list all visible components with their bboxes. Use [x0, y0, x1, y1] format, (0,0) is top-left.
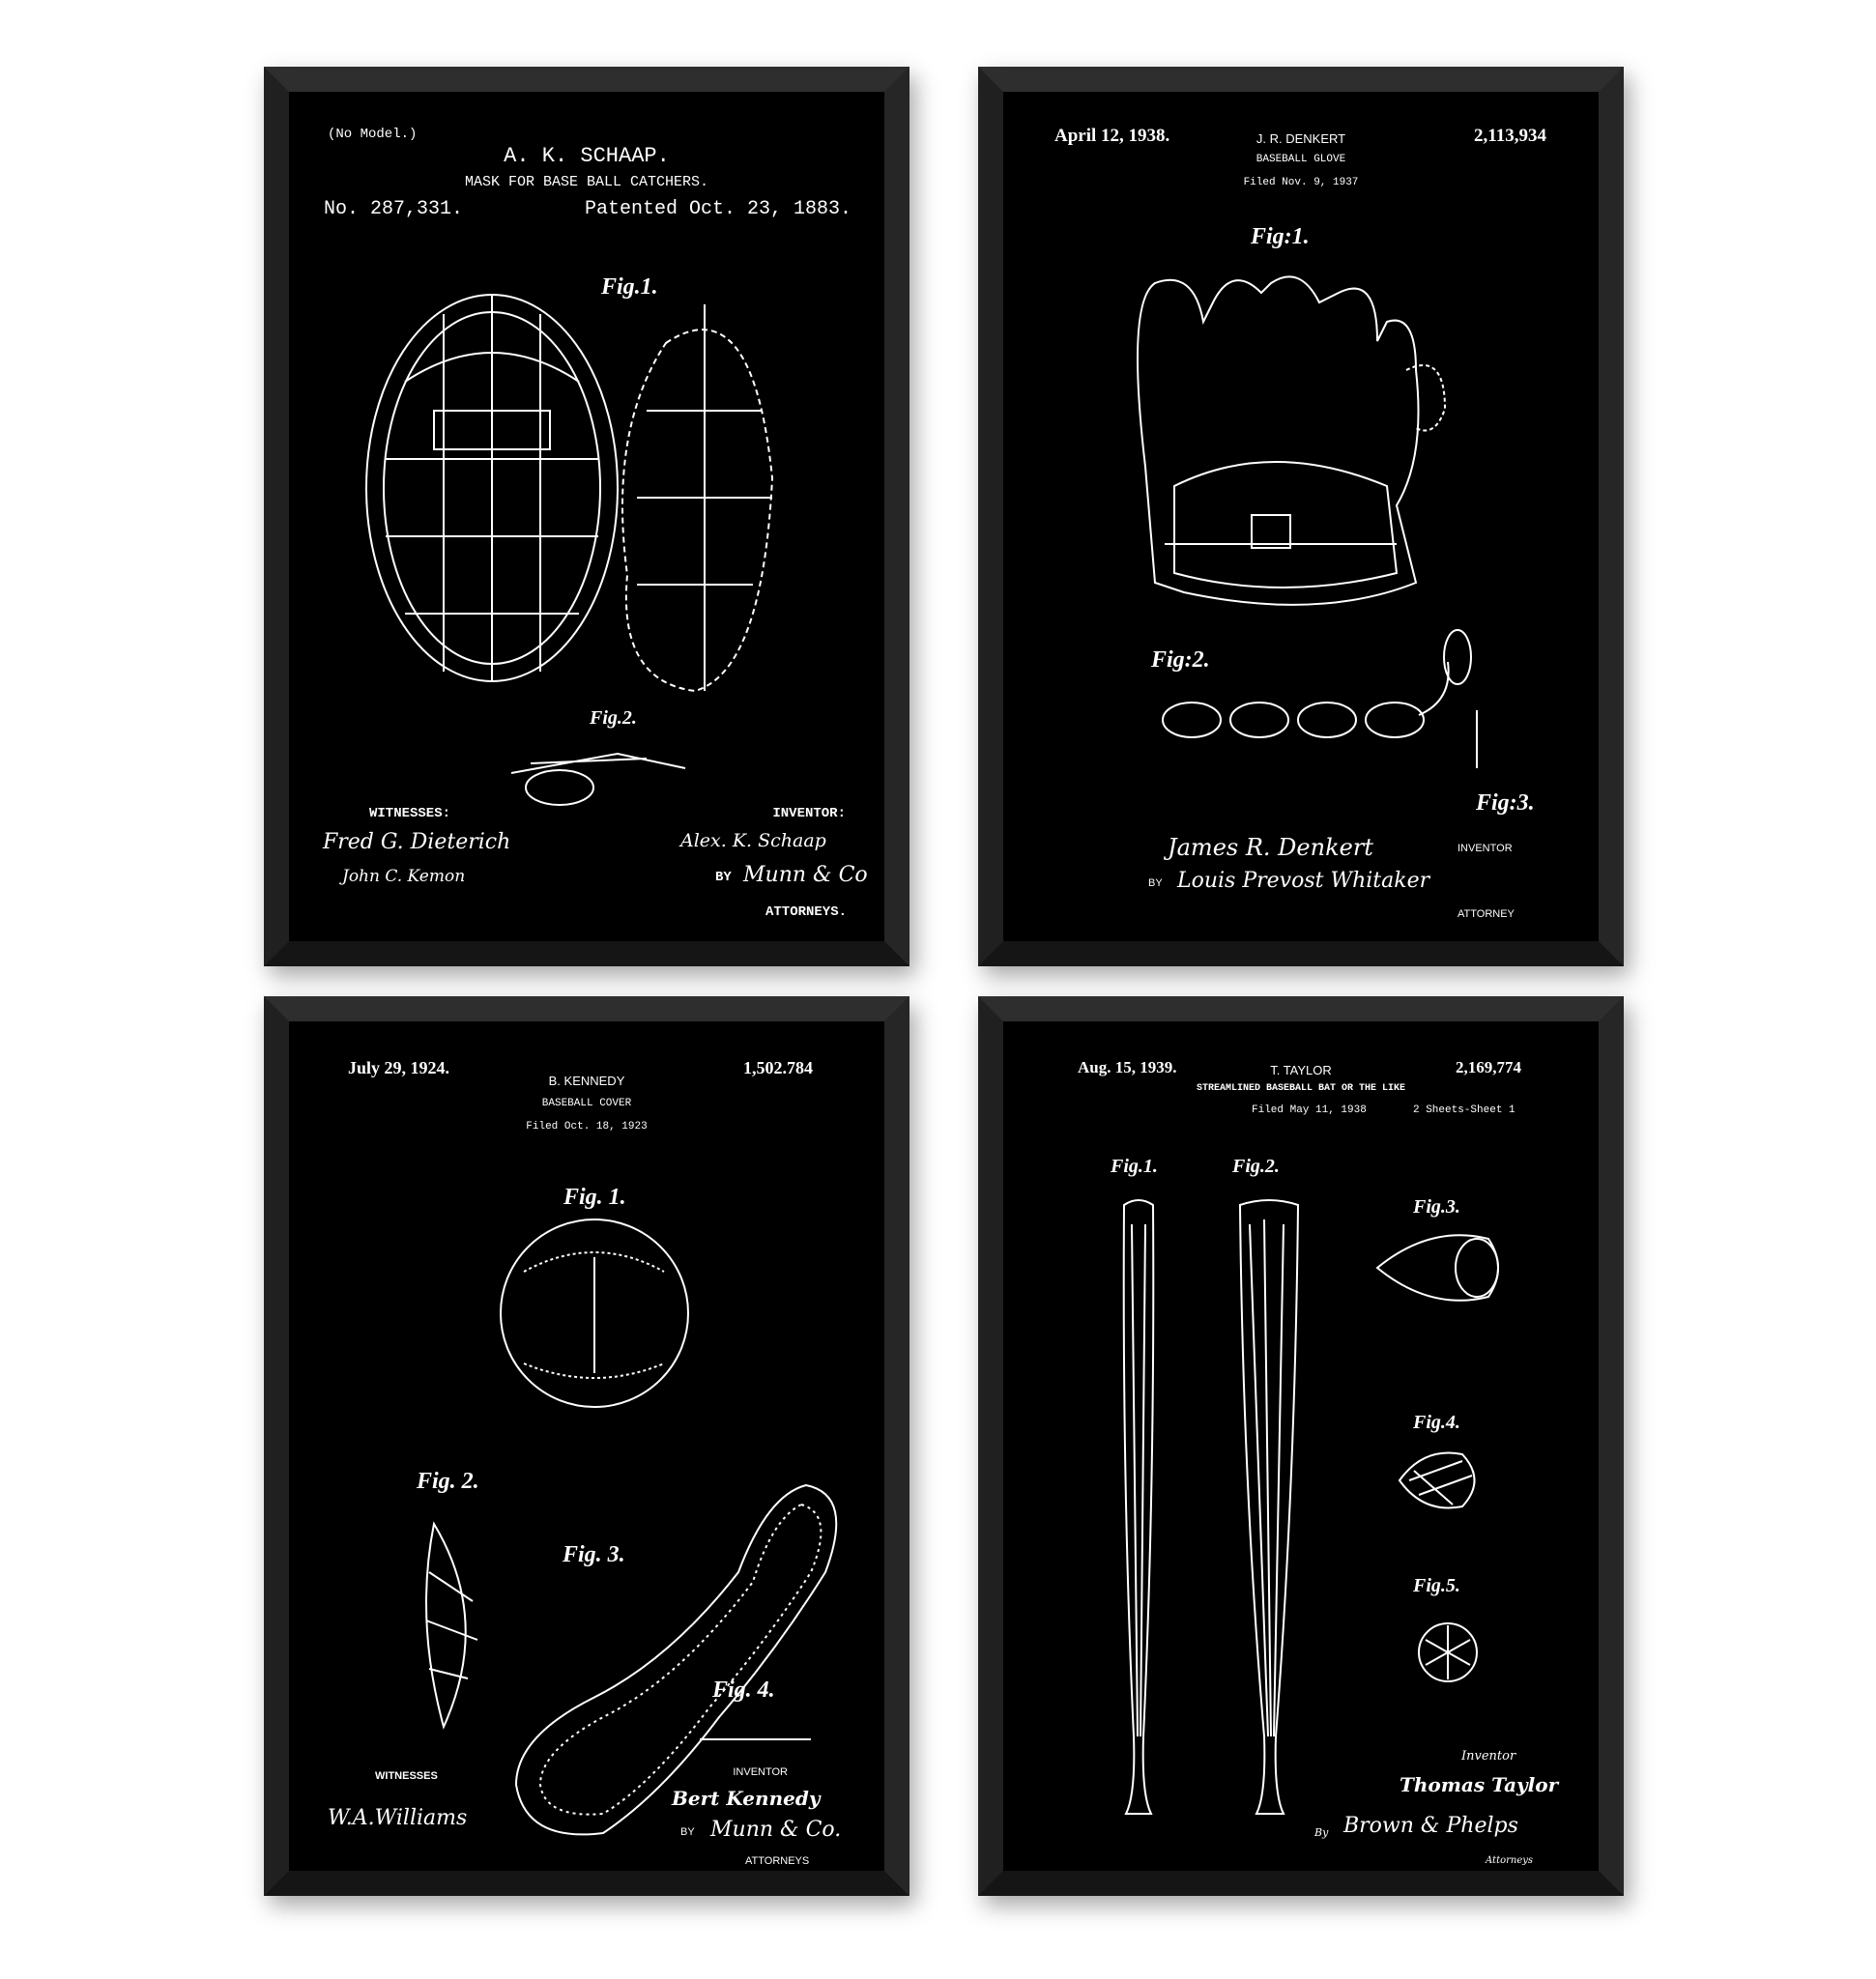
glove-lacing-drawing	[1162, 629, 1478, 768]
patent-date: July 29, 1924.	[348, 1058, 450, 1077]
witness-signature: W.A.Williams	[328, 1806, 468, 1830]
baseball-glove-drawing	[1137, 275, 1447, 606]
patent-number: 1,502.784	[743, 1058, 813, 1077]
fig-2-label: Fig:2.	[1151, 647, 1210, 673]
filed-date: Filed Nov. 9, 1937	[1243, 177, 1359, 188]
inventor-label: INVENTOR	[733, 1766, 788, 1778]
attorneys-label: ATTORNEYS	[745, 1855, 810, 1867]
poster-frame-baseball-bat: Aug. 15, 1939. T. TAYLOR STREAMLINED BAS…	[978, 996, 1624, 1896]
no-model-note: (No Model.)	[328, 127, 418, 142]
by-label: By	[1314, 1826, 1329, 1839]
attorney-signature: Louis Prevost Whitaker	[1177, 869, 1430, 893]
inventor-signature: Bert Kennedy	[672, 1787, 821, 1810]
fig-3-label: Fig. 3.	[563, 1542, 625, 1567]
witnesses-label: WITNESSES	[375, 1770, 438, 1782]
catchers-mask-drawing	[365, 294, 774, 693]
witness-signature-2: John C. Kemon	[342, 867, 466, 886]
inventor-label: INVENTOR:	[772, 806, 846, 821]
attorney-label: ATTORNEY	[1458, 908, 1515, 920]
filed-date: Filed Oct. 18, 1923	[526, 1121, 648, 1133]
sheet-count: 2 Sheets-Sheet 1	[1413, 1104, 1515, 1116]
fig-2-label: Fig.2.	[1232, 1156, 1280, 1177]
fig-1-label: Fig. 1.	[563, 1185, 626, 1210]
patent-number: 2,113,934	[1474, 126, 1546, 146]
fig-2-label: Fig. 2.	[417, 1469, 479, 1494]
by-label: BY	[680, 1826, 695, 1838]
inventor-label: Inventor	[1461, 1749, 1516, 1764]
fig-3-label: Fig:3.	[1476, 790, 1535, 816]
inventor-name: J. R. DENKERT	[1255, 131, 1346, 146]
patent-number: No. 287,331.	[324, 198, 464, 220]
poster-baseball-bat: Aug. 15, 1939. T. TAYLOR STREAMLINED BAS…	[1003, 1021, 1599, 1871]
attorneys-label: ATTORNEYS.	[765, 904, 847, 920]
patent-title: BASEBALL GLOVE	[1255, 154, 1346, 165]
poster-baseball-glove: April 12, 1938. J. R. DENKERT BASEBALL G…	[1003, 92, 1599, 941]
patent-date: Aug. 15, 1939.	[1078, 1058, 1177, 1076]
patent-title: STREAMLINED BASEBALL BAT OR THE LIKE	[1196, 1083, 1406, 1094]
inventor-label: INVENTOR	[1458, 843, 1513, 854]
bat-section-fig4-drawing	[1398, 1451, 1476, 1509]
patent-date: April 12, 1938.	[1054, 126, 1170, 146]
fig-4-label: Fig.4.	[1413, 1412, 1460, 1433]
fig-1-label: Fig.1.	[1111, 1156, 1158, 1177]
fig-2-label: Fig.2.	[590, 707, 637, 729]
fig-3-label: Fig.3.	[1413, 1196, 1460, 1218]
poster-frame-baseball-glove: April 12, 1938. J. R. DENKERT BASEBALL G…	[978, 67, 1624, 966]
attorney-signature: Brown & Phelps	[1343, 1814, 1518, 1838]
poster-frame-baseball-cover: July 29, 1924. B. KENNEDY BASEBALL COVER…	[264, 996, 909, 1896]
cover-strip-drawing	[514, 1483, 838, 1836]
fig-5-label: Fig.5.	[1413, 1575, 1460, 1596]
inventor-name: T. TAYLOR	[1270, 1063, 1332, 1077]
bat-fig1-drawing	[1122, 1199, 1155, 1815]
inventor-name: A. K. SCHAAP.	[504, 144, 670, 168]
filed-date: Filed May 11, 1938	[1252, 1104, 1367, 1116]
bat-end-fig5-drawing	[1418, 1622, 1478, 1682]
patent-date: Patented Oct. 23, 1883.	[584, 198, 851, 220]
baseball-drawing	[500, 1219, 689, 1408]
attorney-signature: Munn & Co.	[710, 1818, 842, 1842]
patent-title: BASEBALL COVER	[541, 1098, 632, 1109]
poster-frame-catchers-mask: (No Model.) A. K. SCHAAP. MASK FOR BASE …	[264, 67, 909, 966]
attorney-signature: Munn & Co	[743, 863, 868, 887]
patent-title: MASK FOR BASE BALL CATCHERS.	[464, 174, 709, 190]
inventor-signature: Thomas Taylor	[1400, 1773, 1559, 1796]
poster-baseball-cover: July 29, 1924. B. KENNEDY BASEBALL COVER…	[289, 1021, 884, 1871]
inventor-signature: James R. Denkert	[1168, 834, 1373, 861]
witness-signature-1: Fred G. Dieterich	[323, 830, 511, 854]
fig-1-label: Fig.1.	[601, 274, 658, 300]
cover-section-drawing	[425, 1521, 478, 1730]
witnesses-label: WITNESSES:	[369, 806, 451, 821]
attorneys-label: Attorneys	[1486, 1855, 1534, 1866]
inventor-signature: Alex. K. Schaap	[680, 830, 826, 851]
mask-clip-drawing	[510, 752, 686, 806]
patent-number: 2,169,774	[1456, 1058, 1521, 1076]
by-label: BY	[715, 870, 732, 885]
fig-1-label: Fig:1.	[1251, 224, 1310, 249]
by-label: BY	[1148, 877, 1163, 889]
inventor-name: B. KENNEDY	[548, 1074, 625, 1088]
fig-4-label: Fig. 4.	[712, 1678, 775, 1703]
poster-catchers-mask: (No Model.) A. K. SCHAAP. MASK FOR BASE …	[289, 92, 884, 941]
bat-tip-fig3-drawing	[1375, 1234, 1499, 1302]
bat-fig2-drawing	[1238, 1199, 1300, 1815]
cover-edge-drawing	[700, 1738, 811, 1740]
